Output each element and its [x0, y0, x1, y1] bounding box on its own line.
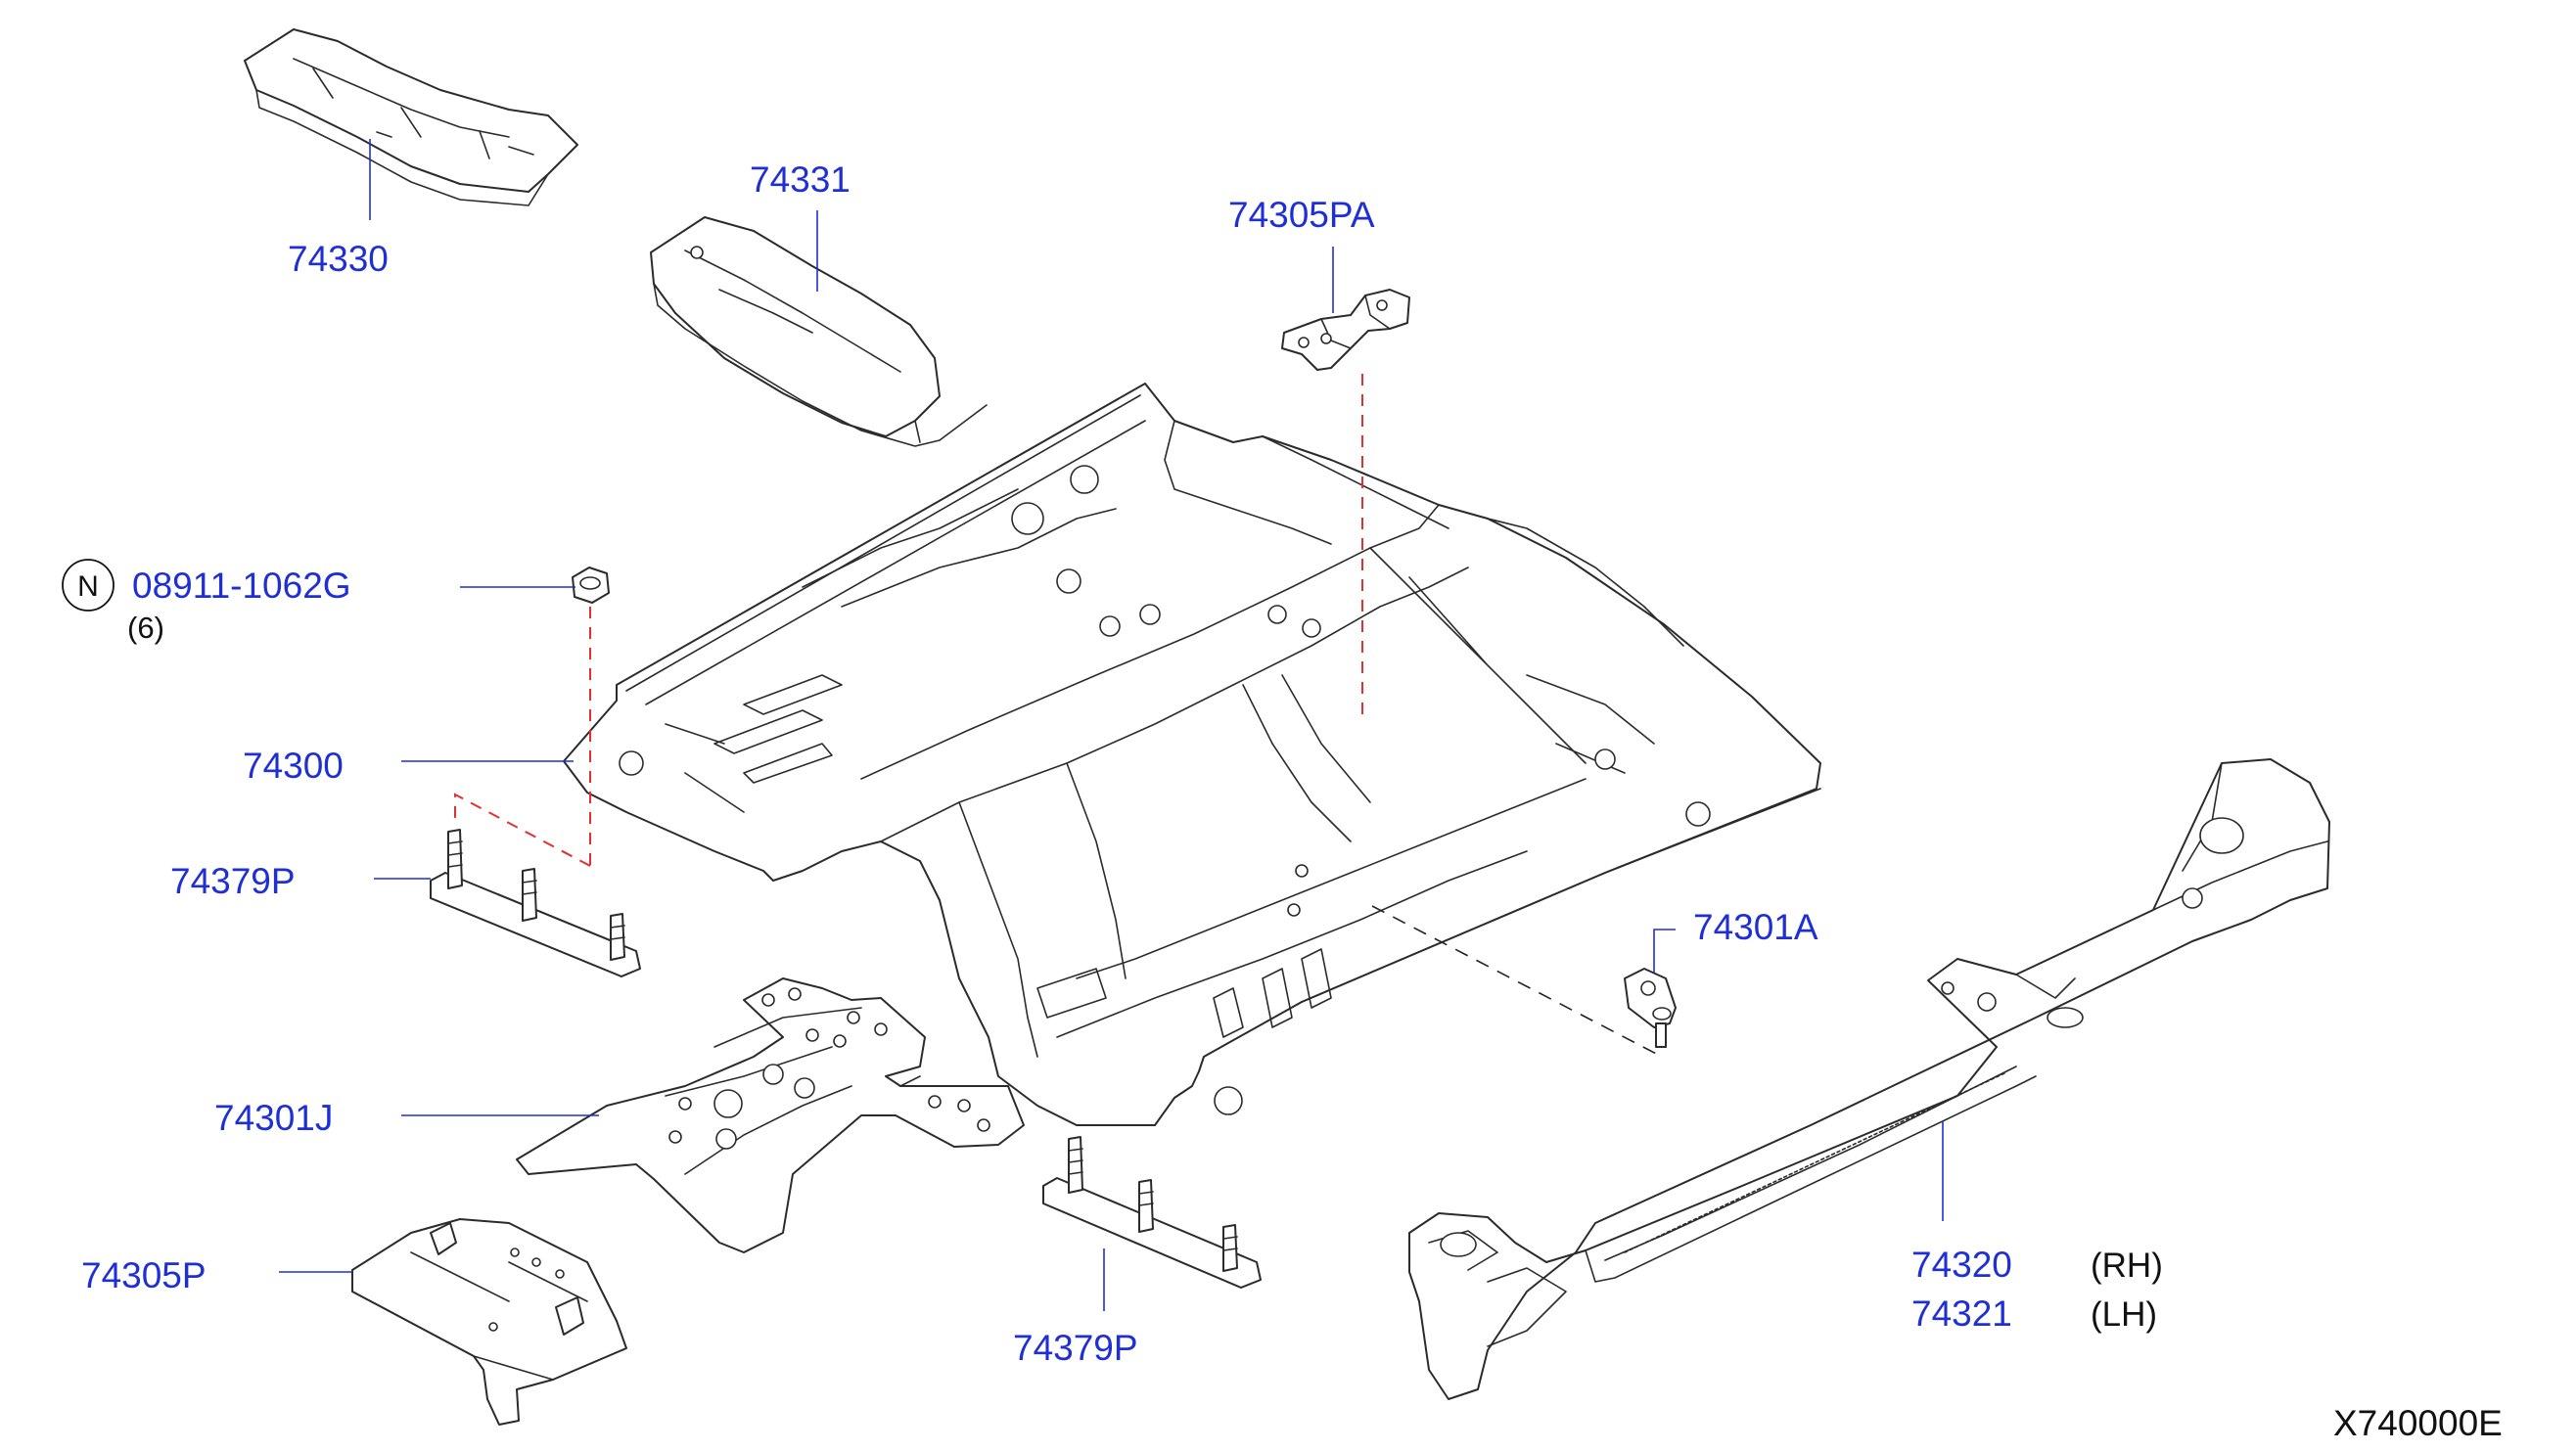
- part-74320-74321-drawing: [1408, 758, 2330, 1400]
- nut-08911-1062G-drawing: [572, 567, 610, 604]
- label-74301J[interactable]: 74301J: [214, 1098, 333, 1138]
- label-08911-1062G[interactable]: 08911-1062G: [132, 566, 351, 606]
- part-74300-drawing: [563, 383, 1821, 1126]
- nut-quantity: (6): [127, 611, 164, 645]
- label-74321[interactable]: 74321: [1911, 1293, 2012, 1334]
- part-74301J-drawing: [516, 977, 1025, 1253]
- notation-nut: N 08911-1062G (6): [62, 559, 351, 645]
- part-74301A-drawing: [1624, 968, 1677, 1048]
- label-74330[interactable]: 74330: [288, 239, 389, 279]
- diagram-reference: X740000E: [2333, 1403, 2503, 1443]
- label-74331[interactable]: 74331: [750, 159, 851, 200]
- label-74305PA[interactable]: 74305PA: [1228, 195, 1375, 235]
- part-74305PA-drawing: [1281, 289, 1410, 371]
- part-74305P-drawing: [351, 1218, 627, 1426]
- assembly-lines: [454, 374, 1663, 1058]
- n-symbol-circle: [62, 559, 115, 612]
- label-74300[interactable]: 74300: [243, 746, 344, 786]
- part-74330-drawing: [244, 28, 578, 206]
- label-74379P-left[interactable]: 74379P: [170, 861, 296, 901]
- label-74379P-bottom[interactable]: 74379P: [1013, 1328, 1138, 1368]
- label-74301A[interactable]: 74301A: [1693, 907, 1818, 947]
- label-74305P[interactable]: 74305P: [81, 1255, 207, 1295]
- label-74320[interactable]: 74320: [1911, 1245, 2012, 1285]
- n-symbol: N: [77, 570, 99, 603]
- part-74331-drawing: [650, 216, 988, 447]
- part-74379P-left-drawing: [430, 829, 641, 977]
- leader-lines: [279, 139, 1944, 1311]
- label-74320-side: (RH): [2091, 1247, 2163, 1285]
- part-74379P-bottom-drawing: [1042, 1136, 1262, 1289]
- label-74321-side: (LH): [2091, 1295, 2157, 1334]
